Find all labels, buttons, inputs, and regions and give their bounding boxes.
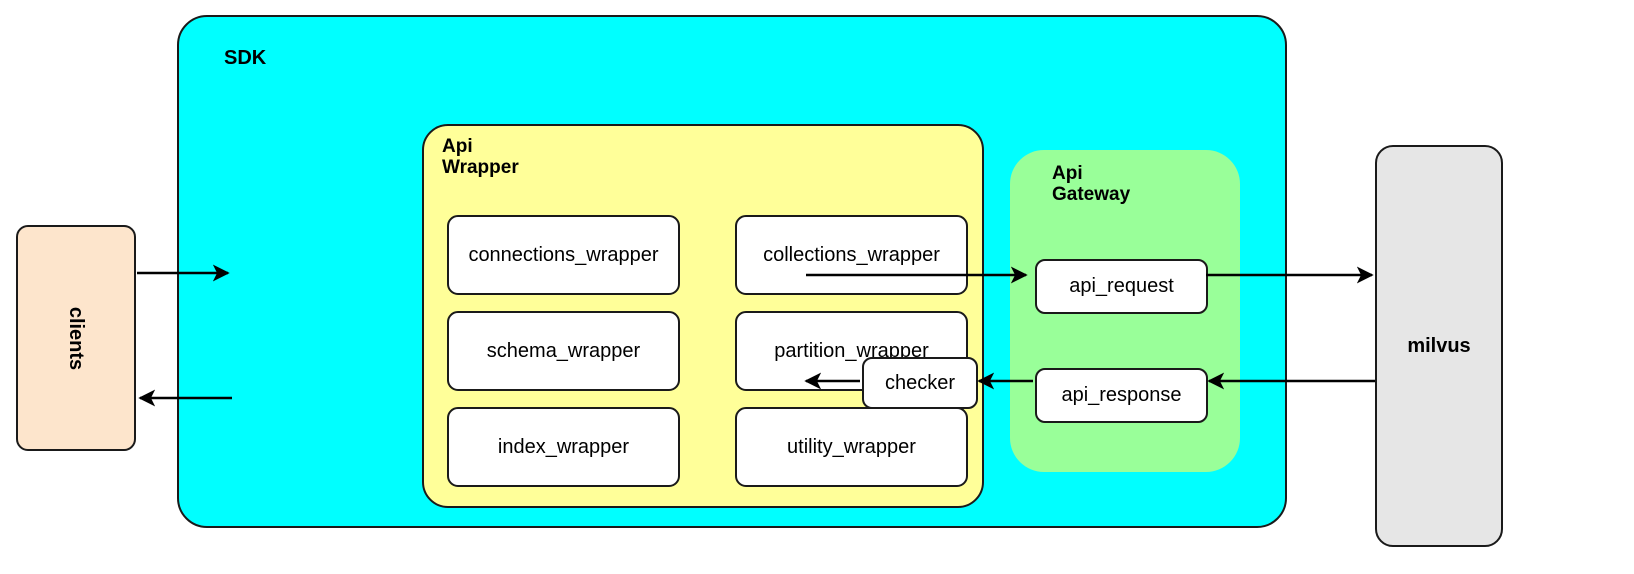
- sdk-container[interactable]: SDK Api Wrapper connections_wrapper coll…: [177, 15, 1287, 528]
- module-api-request[interactable]: api_request: [1035, 259, 1208, 314]
- clients-label: clients: [65, 306, 88, 370]
- api-gateway-container[interactable]: Api Gateway api_request api_response: [1010, 150, 1240, 472]
- api-wrapper-label: Api Wrapper: [442, 136, 519, 179]
- milvus-node[interactable]: milvus: [1375, 145, 1503, 547]
- module-index-wrapper[interactable]: index_wrapper: [447, 407, 680, 487]
- module-label: index_wrapper: [497, 435, 630, 458]
- module-label: partition_wrapper: [774, 339, 929, 362]
- sdk-label: SDK: [224, 47, 267, 69]
- milvus-label: milvus: [1407, 334, 1471, 357]
- module-utility-wrapper[interactable]: utility_wrapper: [735, 407, 968, 487]
- module-label: collections_wrapper: [763, 243, 940, 266]
- module-api-response[interactable]: api_response: [1035, 368, 1208, 423]
- clients-node[interactable]: clients: [16, 225, 136, 451]
- module-label: connections_wrapper: [468, 243, 659, 266]
- api-gateway-label: Api Gateway: [1052, 163, 1131, 206]
- module-connections-wrapper[interactable]: connections_wrapper: [447, 215, 680, 295]
- module-label: api_request: [1069, 275, 1174, 297]
- module-label: api_response: [1061, 384, 1182, 406]
- module-partition-wrapper[interactable]: partition_wrapper: [735, 311, 968, 391]
- module-label: utility_wrapper: [787, 435, 916, 458]
- module-collections-wrapper[interactable]: collections_wrapper: [735, 215, 968, 295]
- module-schema-wrapper[interactable]: schema_wrapper: [447, 311, 680, 391]
- api-wrapper-container[interactable]: Api Wrapper connections_wrapper collecti…: [422, 124, 984, 508]
- checker-label: checker: [884, 371, 956, 394]
- module-label: schema_wrapper: [486, 339, 641, 362]
- checker-node[interactable]: checker: [862, 357, 978, 409]
